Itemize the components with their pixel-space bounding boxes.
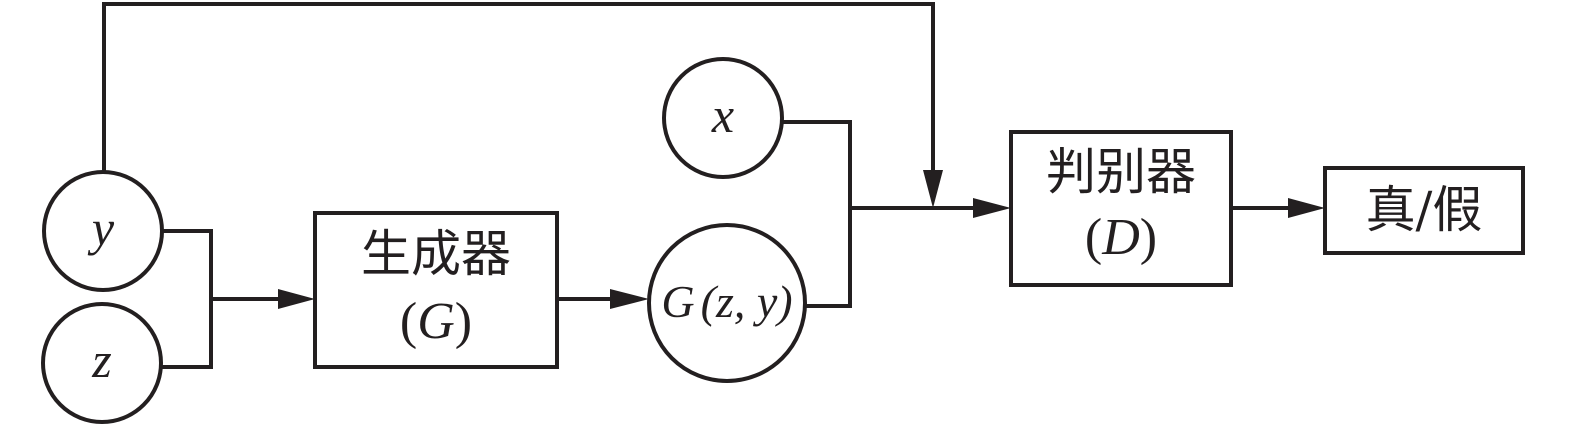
arrowhead-to-generator: [278, 289, 315, 309]
edge-y-condition-loop: [102, 2, 935, 172]
generator-title: 生成器: [361, 225, 511, 283]
arrowhead-to-generated: [610, 289, 649, 309]
generated-fn: G: [661, 276, 695, 327]
edge-yz-bus: [162, 229, 213, 369]
generated-args: (z, y): [700, 276, 793, 327]
generator-symbol: (G): [399, 293, 473, 350]
node-generated-label: G(z, y): [649, 272, 805, 332]
node-z-circle: [41, 302, 163, 424]
node-x-label: x: [711, 87, 735, 143]
node-x-circle: [662, 57, 784, 179]
edge-xg-bus: [782, 120, 852, 308]
arrowhead-to-output: [1288, 198, 1325, 218]
discriminator-symbol: (D): [1084, 209, 1158, 266]
generator-box: [313, 211, 559, 369]
arrowhead-to-discriminator: [973, 198, 1011, 218]
discriminator-symbol-text: D: [1102, 209, 1140, 266]
node-z-label: z: [92, 332, 112, 388]
output-label: 真/假: [1365, 181, 1483, 239]
discriminator-title: 判别器: [1046, 143, 1196, 201]
generator-symbol-text: G: [417, 293, 455, 350]
node-y-label: y: [91, 200, 115, 256]
output-box: [1323, 166, 1525, 255]
node-generated-circle: [647, 223, 807, 383]
arrowhead-condition: [923, 170, 943, 208]
